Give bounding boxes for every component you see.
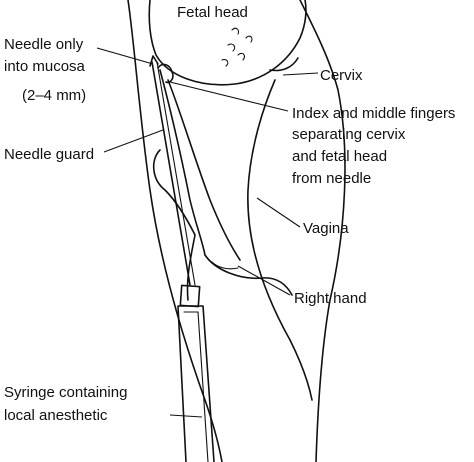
label-right-hand: Right hand	[294, 290, 367, 307]
fetal-head-outline	[148, 0, 307, 86]
leader-needle-only	[96, 47, 154, 65]
leader-right-hand	[237, 265, 291, 296]
needle-tip	[149, 55, 159, 67]
label-fetal-head: Fetal head	[177, 4, 248, 21]
label-syringe-line1: Syringe containing	[4, 384, 127, 401]
syringe-hub	[179, 284, 201, 308]
wrist-edge	[186, 234, 196, 301]
left-vaginal-wall	[127, 0, 223, 462]
fetal-head-hair-3	[237, 52, 246, 61]
label-fingers-line4: from needle	[292, 170, 371, 187]
leader-vagina	[256, 197, 301, 228]
label-depth: (2–4 mm)	[22, 87, 86, 104]
label-vagina: Vagina	[303, 220, 349, 237]
middle-finger	[167, 79, 241, 261]
label-fingers-line3: and fetal head	[292, 148, 387, 165]
right-vaginal-wall	[299, 0, 346, 462]
inner-vaginal-fold	[247, 79, 313, 401]
leader-cervix	[282, 72, 319, 76]
label-needle-only: Needle only	[4, 36, 84, 53]
fetal-head-hair-5	[245, 35, 253, 43]
leader-needle-guard	[103, 129, 164, 153]
label-into-mucosa: into mucosa	[4, 58, 86, 75]
thumb	[152, 149, 196, 236]
needle-guard-line	[156, 61, 196, 286]
leader-lines	[96, 47, 319, 418]
leader-syringe	[169, 414, 203, 418]
index-finger	[159, 69, 206, 256]
needle	[151, 61, 191, 286]
labels: Fetal head Needle only into mucosa (2–4 …	[4, 4, 455, 424]
label-syringe-line2: local anesthetic	[4, 407, 108, 424]
knuckle-crease	[211, 261, 239, 270]
fetal-head	[148, 0, 307, 86]
fetal-head-hair-2	[227, 43, 236, 52]
finger-tips	[157, 63, 174, 84]
leader-fingers	[169, 81, 289, 112]
label-needle-guard: Needle guard	[4, 146, 94, 163]
needle-assembly	[149, 55, 215, 462]
fetal-head-hair-4	[221, 59, 229, 67]
label-fingers-line1: Index and middle fingers	[292, 105, 455, 122]
syringe-inner	[183, 311, 209, 462]
label-cervix: Cervix	[320, 67, 363, 84]
fetal-head-hair-1	[231, 27, 240, 35]
label-fingers-line2: separating cervix	[292, 126, 406, 143]
right-hand-drawing	[152, 63, 293, 301]
syringe-barrel	[177, 305, 215, 462]
